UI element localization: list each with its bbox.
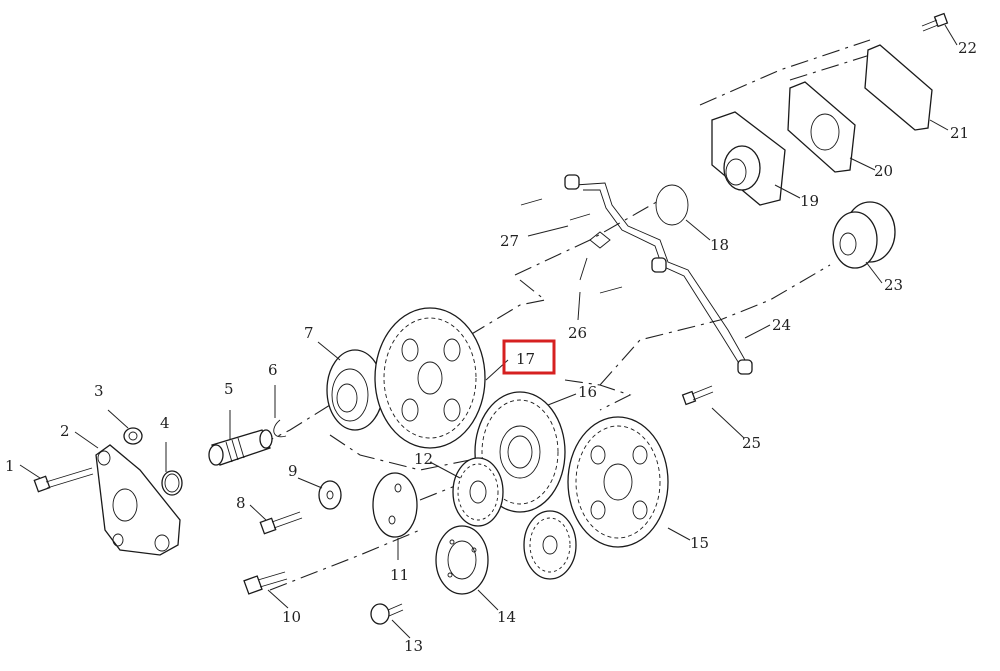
washer-9 bbox=[318, 480, 342, 510]
cover-21 bbox=[864, 44, 933, 131]
snap-ring-6 bbox=[273, 419, 287, 438]
callout-26: 26 bbox=[568, 324, 587, 342]
callout-17[interactable]: 17 bbox=[516, 350, 535, 368]
gasket-20 bbox=[787, 81, 856, 173]
callout-6: 6 bbox=[268, 361, 278, 379]
shaft-5 bbox=[208, 429, 273, 466]
bolt-8 bbox=[259, 511, 303, 535]
o-ring-18 bbox=[655, 184, 689, 226]
oil-pipe-assembly bbox=[520, 174, 753, 375]
callout-16: 16 bbox=[578, 383, 597, 401]
bolt-1 bbox=[33, 467, 94, 493]
pulley-23 bbox=[832, 201, 896, 269]
gear-15 bbox=[567, 416, 669, 548]
bushing-3 bbox=[123, 427, 143, 445]
bolt-10 bbox=[243, 571, 288, 595]
gear-17 bbox=[374, 307, 486, 449]
callout-15: 15 bbox=[690, 534, 709, 552]
callout-leader-lines bbox=[19, 24, 958, 639]
callout-4: 4 bbox=[160, 414, 170, 432]
gear-12 bbox=[452, 457, 504, 527]
gear-small-lower bbox=[523, 510, 577, 580]
assembly-axis-lines bbox=[259, 39, 871, 591]
callout-labels: 1 2 3 4 5 6 7 8 9 10 11 12 13 14 15 16 1… bbox=[5, 39, 977, 655]
callout-24: 24 bbox=[772, 316, 791, 334]
callout-8: 8 bbox=[236, 494, 246, 512]
ring-4 bbox=[161, 470, 183, 496]
bolt-22 bbox=[921, 12, 949, 32]
callout-7: 7 bbox=[304, 324, 314, 342]
callout-23: 23 bbox=[884, 276, 903, 294]
callout-5: 5 bbox=[224, 380, 234, 398]
callout-1: 1 bbox=[5, 457, 15, 475]
callout-27: 27 bbox=[500, 232, 519, 250]
callout-11: 11 bbox=[390, 566, 409, 584]
housing-19 bbox=[711, 111, 786, 206]
callout-22: 22 bbox=[958, 39, 977, 57]
callout-20: 20 bbox=[874, 162, 893, 180]
callout-2: 2 bbox=[60, 422, 70, 440]
callout-13: 13 bbox=[404, 637, 423, 655]
bracket-part bbox=[95, 444, 181, 556]
thrust-plate-14 bbox=[435, 525, 489, 595]
callout-3: 3 bbox=[94, 382, 104, 400]
callout-19: 19 bbox=[800, 192, 819, 210]
callout-10: 10 bbox=[282, 608, 301, 626]
callout-25: 25 bbox=[742, 434, 761, 452]
gear-7 bbox=[326, 349, 384, 431]
bolt-25 bbox=[681, 385, 714, 406]
callout-12: 12 bbox=[414, 450, 433, 468]
callout-18: 18 bbox=[710, 236, 729, 254]
callout-9: 9 bbox=[288, 462, 298, 480]
callout-21: 21 bbox=[950, 124, 969, 142]
plate-11 bbox=[372, 472, 418, 538]
callout-14: 14 bbox=[497, 608, 516, 626]
highlight-box-17 bbox=[502, 339, 556, 375]
bolt-13 bbox=[370, 603, 404, 625]
